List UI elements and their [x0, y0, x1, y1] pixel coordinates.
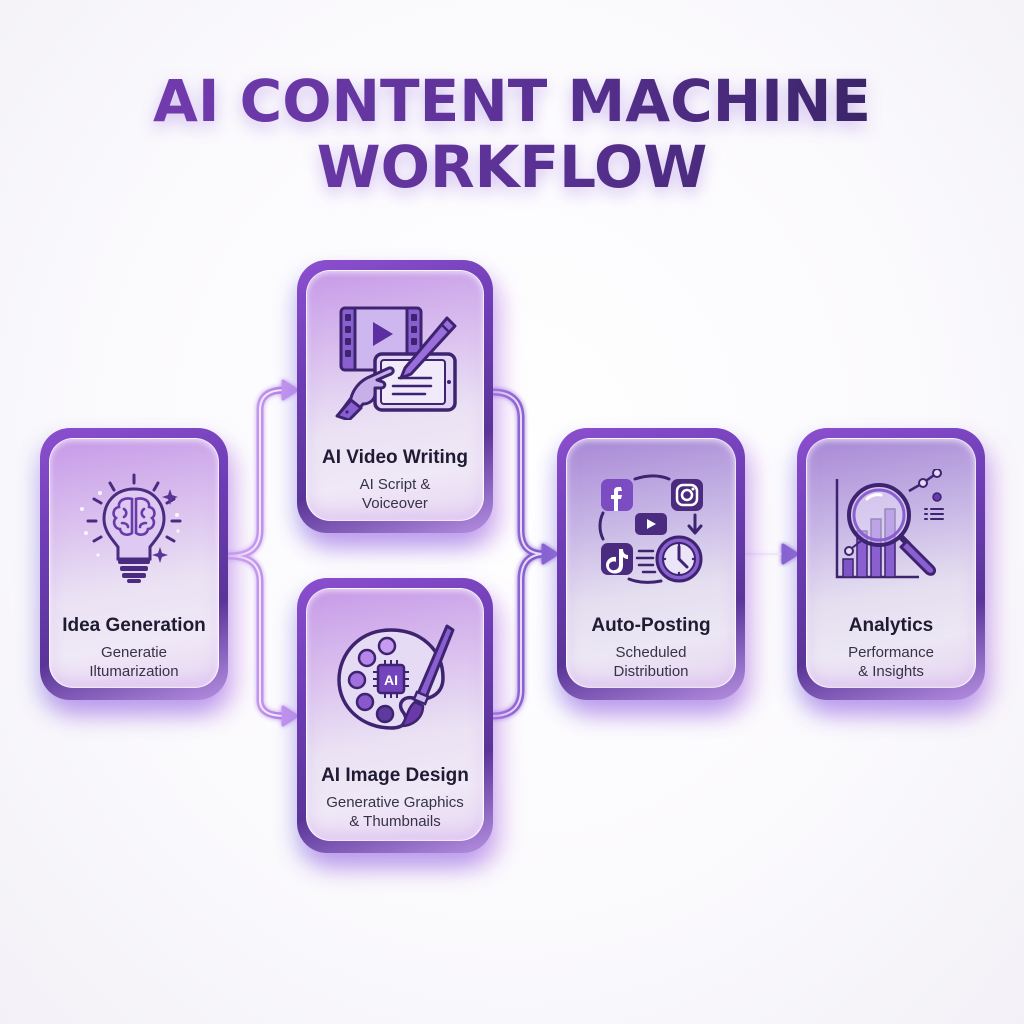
- social-media-clock-icon: [586, 469, 716, 589]
- subtitle-line-2: Iltumarization: [89, 663, 179, 680]
- step-subtitle: AI Script & Voiceover: [360, 475, 431, 513]
- youtube-icon: [635, 513, 667, 535]
- step-card-idea-generation[interactable]: Idea Generation Generatie Iltumarization: [40, 428, 228, 700]
- video-script-robot-hand-icon: [330, 301, 460, 421]
- subtitle-line-1: Generatie: [101, 644, 167, 661]
- card-inner: AI Video Writing AI Script & Voiceover: [306, 270, 484, 521]
- step-title: AI Image Design: [321, 765, 469, 786]
- tiktok-icon: [601, 543, 633, 575]
- step-title: Auto-Posting: [591, 615, 711, 636]
- instagram-icon: [671, 479, 703, 511]
- subtitle-line-2: & Thumbnails: [349, 813, 441, 830]
- step-subtitle: Generative Graphics & Thumbnails: [326, 793, 464, 831]
- title-line-1: AI CONTENT MACHINE: [152, 67, 871, 135]
- subtitle-line-1: Performance: [848, 644, 934, 661]
- step-subtitle: Generatie Iltumarization: [89, 643, 178, 681]
- subtitle-line-1: Generative Graphics: [326, 794, 464, 811]
- step-title: Idea Generation: [62, 615, 206, 636]
- card-inner: Auto-Posting Scheduled Distribution: [566, 438, 736, 688]
- page-title: AI CONTENT MACHINE WORKFLOW: [0, 68, 1024, 200]
- lightbulb-brain-icon: [69, 469, 199, 589]
- ai-chip-label: AI: [384, 672, 398, 688]
- facebook-icon: [601, 479, 633, 511]
- card-inner: AI AI Image Design Generative Graphics &…: [306, 588, 484, 841]
- subtitle-line-1: Scheduled: [615, 644, 687, 661]
- connector-autoposting-to-analytics: [742, 543, 799, 565]
- step-subtitle: Scheduled Distribution: [613, 643, 688, 681]
- step-title: Analytics: [848, 615, 934, 636]
- subtitle-line-2: Distribution: [613, 663, 689, 680]
- subtitle-line-1: AI Script &: [359, 476, 431, 493]
- step-title: AI Video Writing: [321, 447, 469, 468]
- connector-idea-to-video-image: [224, 379, 299, 727]
- step-subtitle: Performance & Insights: [848, 643, 934, 681]
- step-card-analytics[interactable]: Analytics Performance & Insights: [797, 428, 985, 700]
- subtitle-line-2: Voiceover: [362, 495, 428, 512]
- title-line-2: WORKFLOW: [316, 133, 708, 201]
- subtitle-line-2: & Insights: [858, 663, 924, 680]
- card-inner: Analytics Performance & Insights: [806, 438, 976, 688]
- step-card-ai-video-writing[interactable]: AI Video Writing AI Script & Voiceover: [297, 260, 493, 533]
- step-card-ai-image-design[interactable]: AI AI Image Design Generative Graphics &…: [297, 578, 493, 853]
- step-card-auto-posting[interactable]: Auto-Posting Scheduled Distribution: [557, 428, 745, 700]
- palette-ai-chip-brush-icon: AI: [330, 619, 460, 739]
- connector-video-image-to-autoposting: [489, 388, 559, 720]
- magnifier-bar-chart-icon: [826, 469, 956, 589]
- card-inner: Idea Generation Generatie Iltumarization: [49, 438, 219, 688]
- clock-icon: [655, 535, 703, 583]
